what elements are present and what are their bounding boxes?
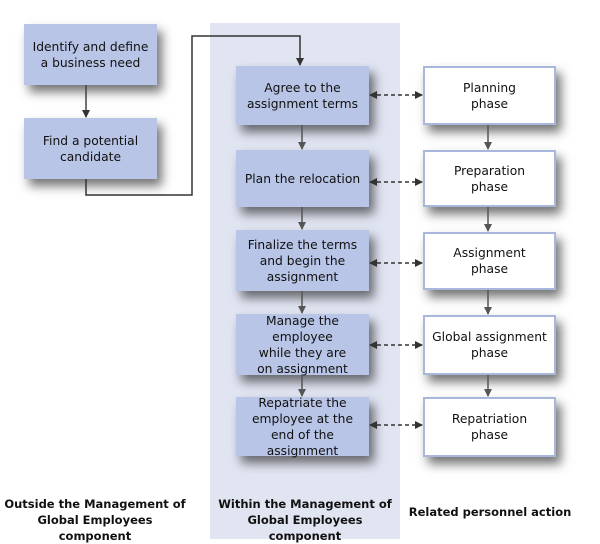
- within-column-label: Within the Management of Global Employee…: [218, 497, 392, 543]
- phase-box-planning: Planning phase: [423, 66, 556, 125]
- process-box-agree-terms: Agree to the assignment terms: [236, 66, 369, 125]
- process-box-find-candidate: Find a potential candidate: [24, 118, 157, 179]
- related-column-label: Related personnel action: [408, 505, 572, 519]
- process-box-plan-relocation: Plan the relocation: [236, 150, 369, 207]
- phase-box-repatriation: Repatriation phase: [423, 397, 556, 457]
- outside-column-label: Outside the Management of Global Employe…: [4, 497, 186, 543]
- process-box-finalize-terms: Finalize the terms and begin the assignm…: [236, 230, 369, 291]
- phase-box-global-assignment: Global assignment phase: [423, 315, 556, 375]
- process-box-manage-employee: Manage the employee while they are on as…: [236, 314, 369, 376]
- process-box-repatriate: Repatriate the employee at the end of th…: [236, 396, 369, 458]
- phase-box-preparation: Preparation phase: [423, 150, 556, 207]
- phase-box-assignment: Assignment phase: [423, 232, 556, 290]
- process-box-identify-need: Identify and define a business need: [24, 24, 157, 85]
